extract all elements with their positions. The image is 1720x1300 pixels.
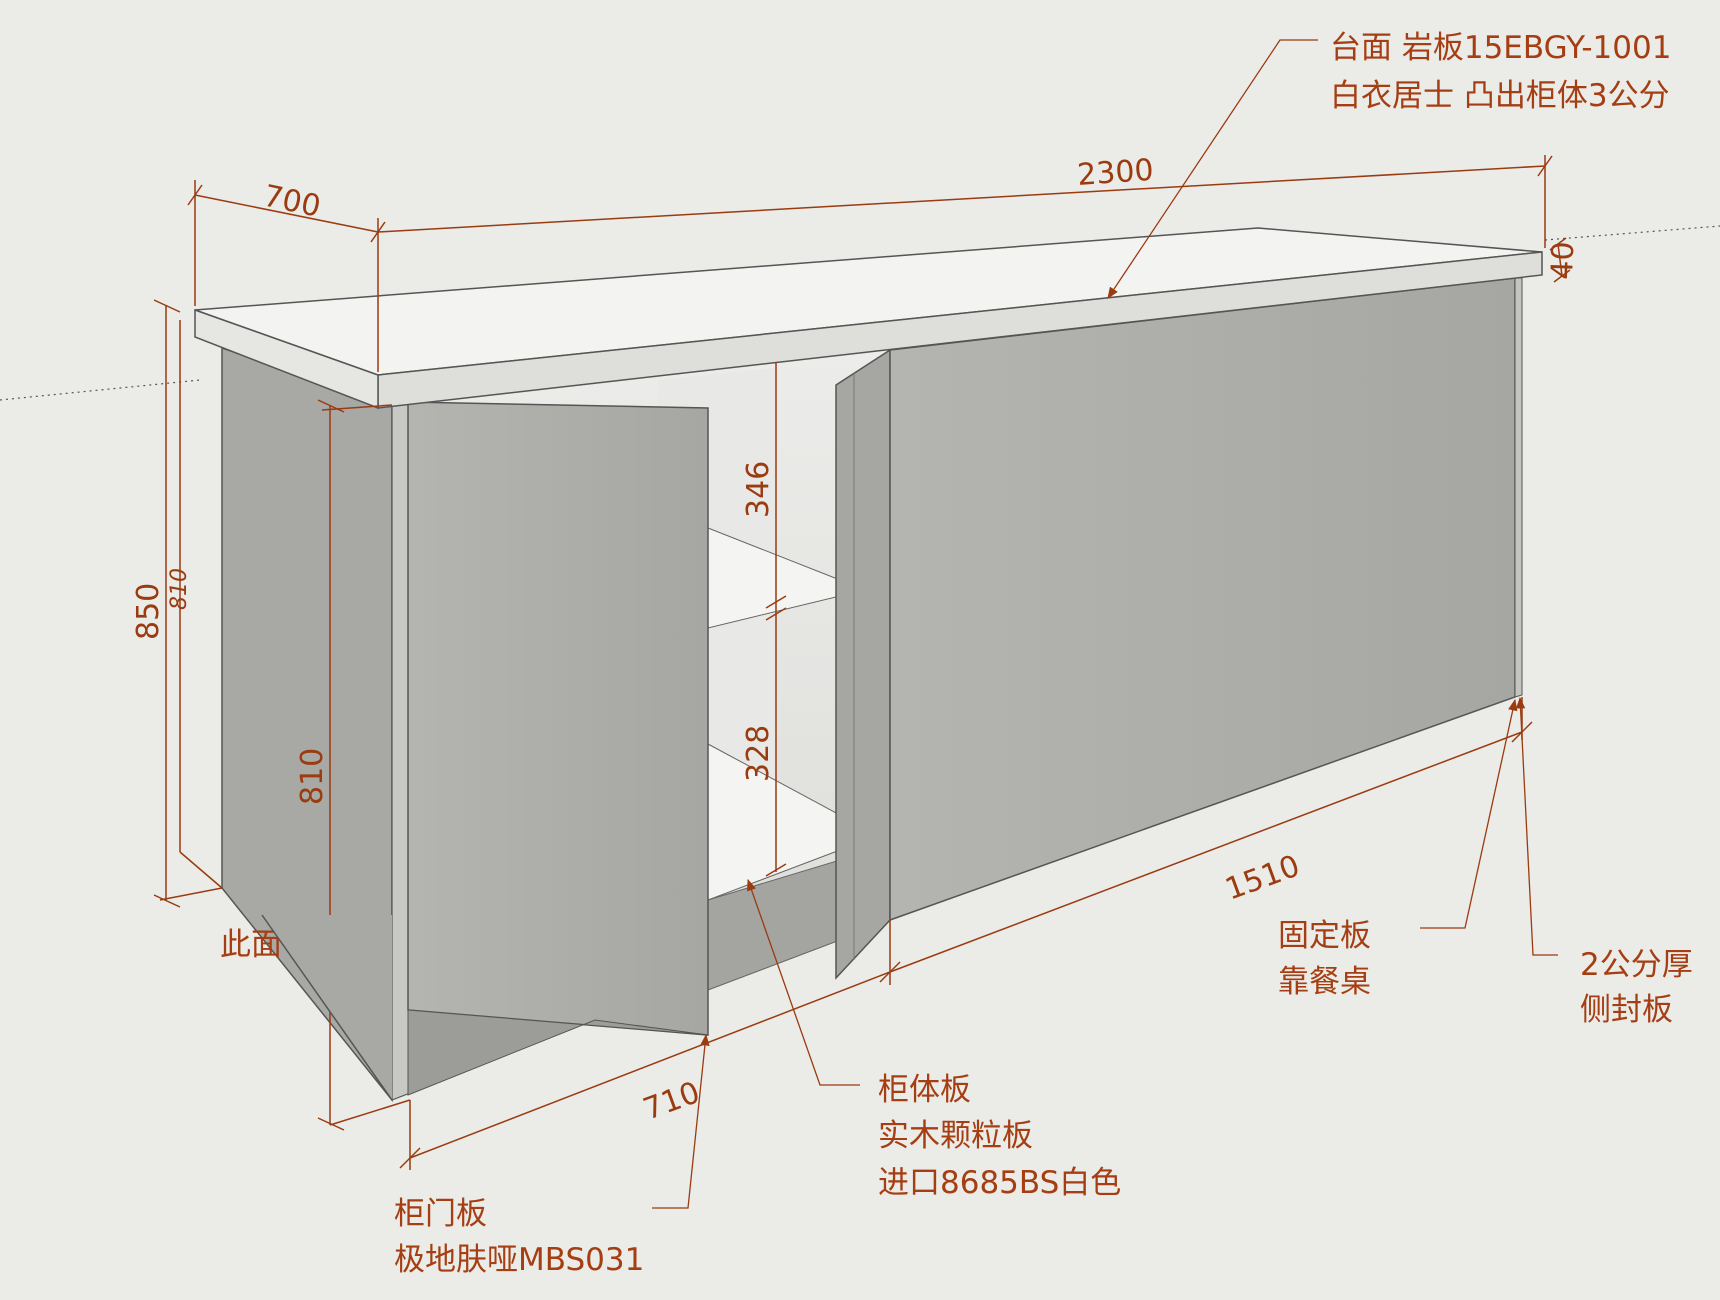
dim-label-810: 810 <box>295 748 330 805</box>
dim-label-346: 346 <box>741 461 776 518</box>
dim-ext-810-top <box>321 404 393 411</box>
countertop-side-edge <box>194 308 379 410</box>
leader-door <box>652 1033 710 1209</box>
cut-off-mask-edge <box>261 914 393 1101</box>
dim-tick-40-a <box>1549 237 1567 251</box>
fixed-panel-label-line1: 固定板 <box>1278 918 1371 954</box>
side-panel-label-line1: 2公分厚 <box>1580 947 1693 983</box>
dim-line-2300 <box>377 165 1546 233</box>
dim-tick-710-a <box>399 1147 421 1169</box>
horizon-line-right <box>1544 225 1720 241</box>
dim-tick-shelf-b <box>765 607 787 621</box>
dim-line-710 <box>409 971 891 1159</box>
cut-off-label: 此面 <box>220 927 282 963</box>
leader-countertop <box>1107 39 1318 299</box>
door-label-line2: 极地肤哑MBS031 <box>394 1242 644 1278</box>
side-panel-label-line2: 侧封板 <box>1580 992 1673 1028</box>
dim-label-850: 850 <box>131 583 166 640</box>
left-door-bottom-fold <box>407 1009 709 1096</box>
dim-line-700 <box>194 194 379 233</box>
dim-label-328: 328 <box>741 725 776 782</box>
countertop-label-line1: 台面 岩板15EBGY-1001 <box>1330 30 1671 66</box>
dim-ext-810-small <box>179 851 223 889</box>
dim-ext-850-bottom <box>159 887 223 901</box>
dim-tick-shelf-a <box>765 595 787 609</box>
right-side-seal-panel <box>1514 277 1523 698</box>
fixed-front-panel <box>889 277 1516 922</box>
door-label-line1: 柜门板 <box>394 1196 487 1232</box>
left-door <box>407 401 709 1036</box>
right-door <box>835 348 891 980</box>
carcass-label-line2: 实木颗粒板 <box>878 1118 1033 1154</box>
fixed-panel-label-line2: 靠餐桌 <box>1278 964 1371 1000</box>
dim-line-1510 <box>889 731 1523 973</box>
countertop-label-line2: 白衣居士 凸出柜体3公分 <box>1330 78 1670 114</box>
leader-fixed-panel <box>1420 698 1518 929</box>
carcass-label-line3: 进口8685BS白色 <box>878 1165 1121 1201</box>
horizon-line-left <box>0 379 201 401</box>
dim-label-2300: 2300 <box>1076 153 1155 193</box>
dim-line-40 <box>1557 243 1563 277</box>
dim-tick-40-b <box>1553 269 1571 283</box>
dim-tick-2300-a <box>1537 155 1553 177</box>
dim-tick-810-a <box>317 399 345 413</box>
leader-side-panel <box>1515 696 1558 956</box>
dim-label-810-small: 810 <box>167 568 192 610</box>
dim-label-700: 700 <box>260 179 323 225</box>
dim-label-710: 710 <box>639 1075 705 1127</box>
dim-tick-850-b <box>153 894 181 908</box>
leader-carcass <box>747 878 860 1086</box>
dim-tick-850-a <box>153 299 181 313</box>
dim-label-1510: 1510 <box>1221 849 1305 908</box>
dim-label-40: 40 <box>1545 241 1581 280</box>
dim-ext-bottom-left <box>329 1099 411 1126</box>
dim-tick-700-a <box>187 184 203 206</box>
carcass-label-line1: 柜体板 <box>878 1072 971 1108</box>
dim-tick-shelf-c <box>765 863 787 877</box>
